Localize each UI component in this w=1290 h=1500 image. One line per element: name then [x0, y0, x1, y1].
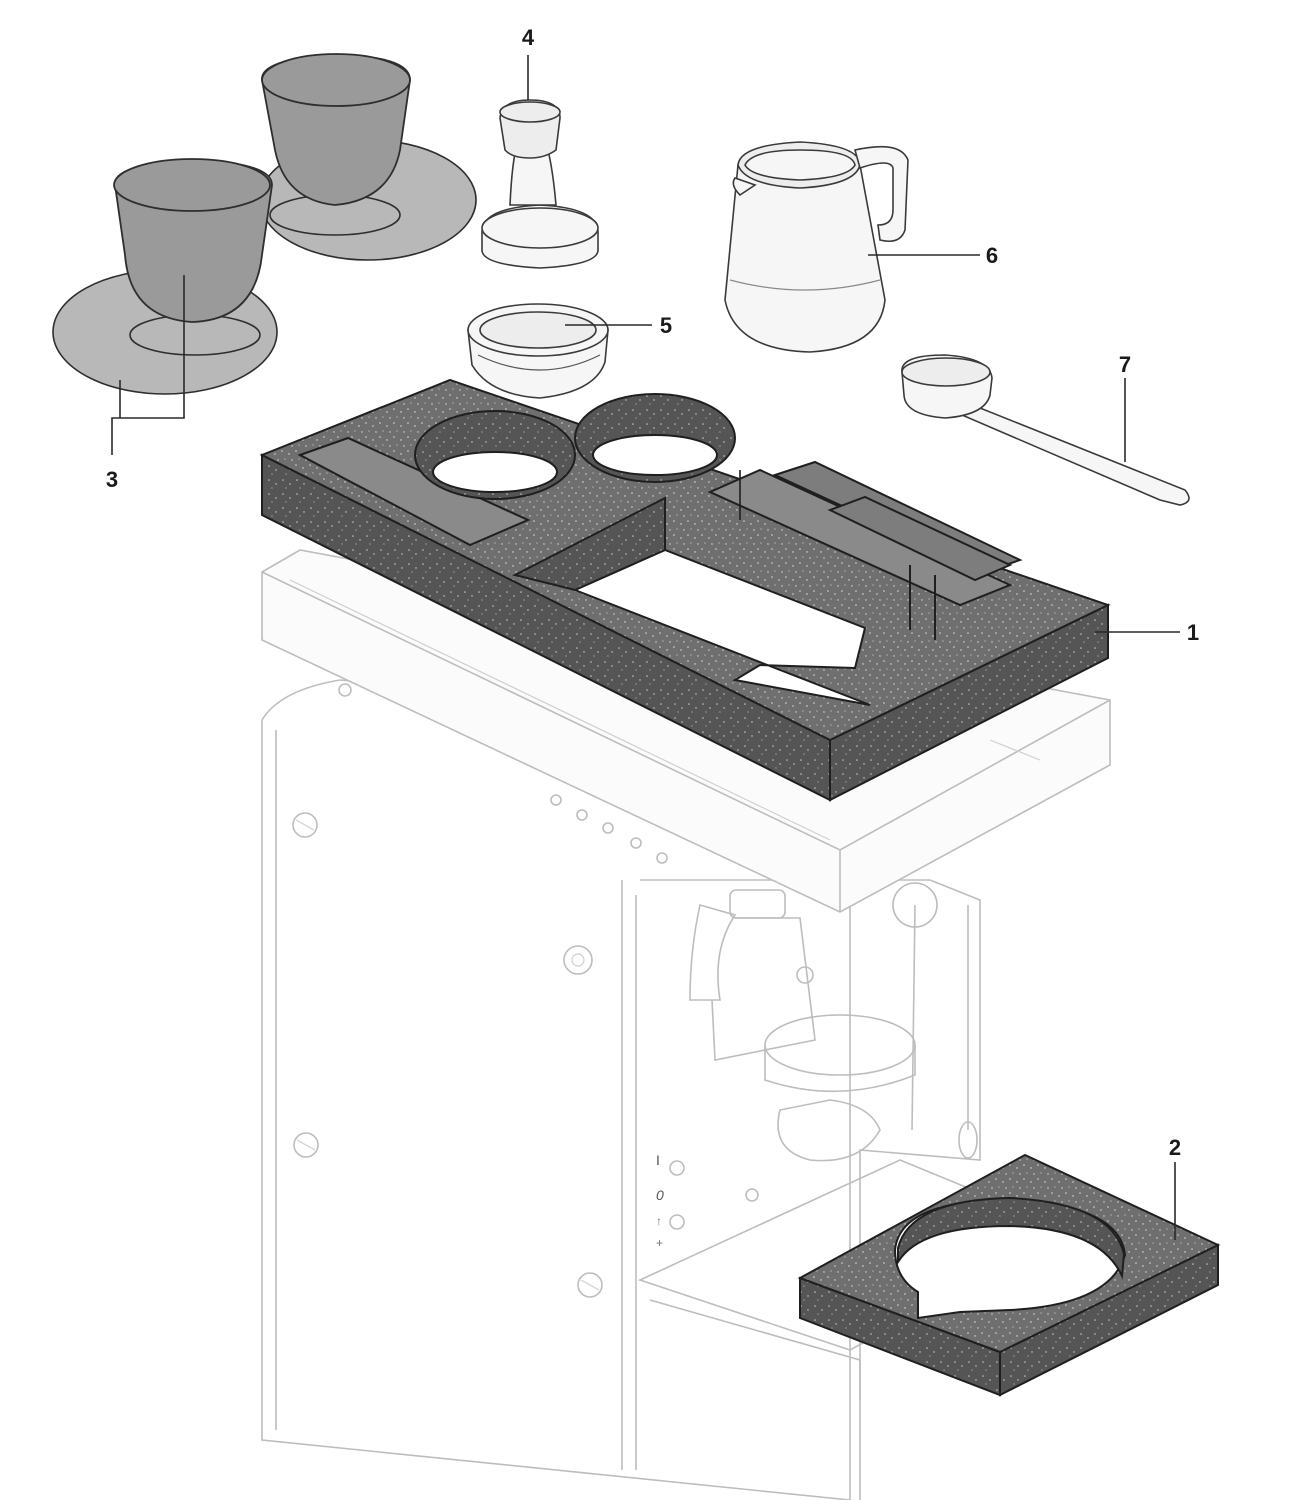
control-panel: I 0 ↑ + [656, 1152, 759, 1250]
cups-and-saucers [52, 53, 477, 395]
screw-icon [292, 683, 603, 1298]
callout-2: 2 [1169, 1135, 1181, 1160]
panel-symbol: I [656, 1152, 660, 1168]
callout-1: 1 [1187, 620, 1199, 645]
machine-top-tray [261, 549, 1111, 913]
callout-3: 3 [106, 467, 118, 492]
callout-labels: 4 6 5 7 3 1 2 [106, 25, 1199, 1160]
panel-symbol: + [656, 1236, 663, 1250]
callout-leaders [111, 55, 1180, 1240]
filter-basket [467, 303, 609, 399]
callout-7: 7 [1119, 352, 1131, 377]
callout-4: 4 [522, 25, 535, 50]
panel-symbol: 0 [656, 1187, 664, 1203]
callout-6: 6 [986, 243, 998, 268]
milk-jug [724, 141, 909, 353]
measuring-spoon [901, 354, 1190, 506]
callout-5: 5 [660, 313, 672, 338]
foam-tray-small [797, 1153, 1221, 1397]
panel-symbol: ↑ [656, 1214, 662, 1228]
tamper [481, 99, 599, 269]
foam-tray-large [259, 378, 1111, 802]
